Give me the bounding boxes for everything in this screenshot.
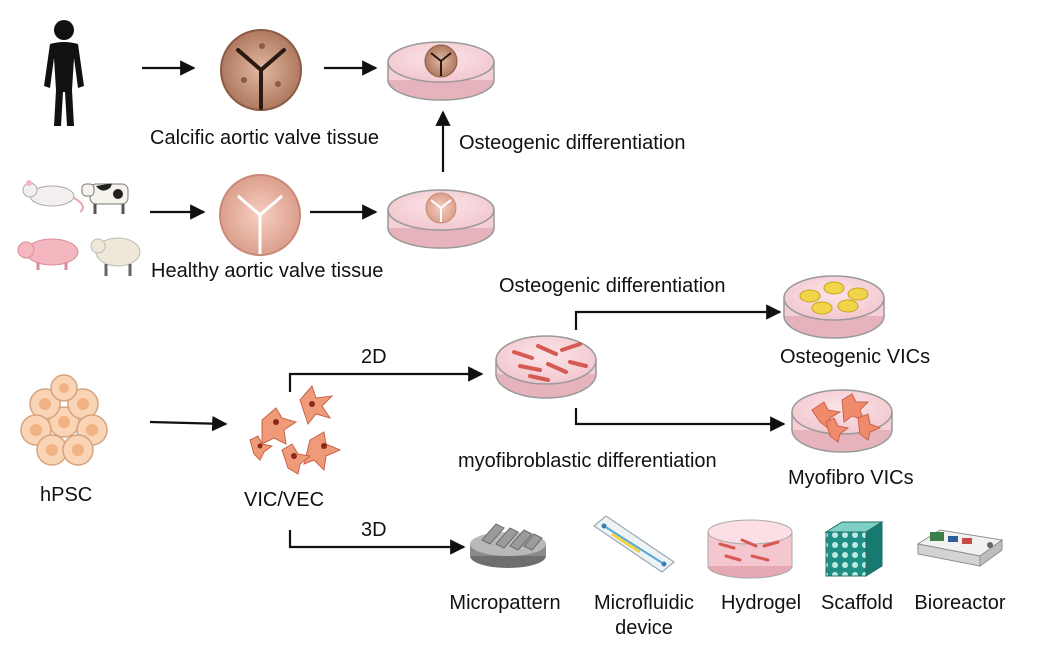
- arrow-myofibro-branch: [574, 408, 786, 432]
- platform-hydrogel-label: Hydrogel: [720, 592, 802, 614]
- hpsc-cluster-icon: [20, 374, 108, 466]
- microfluidic-icon: [593, 515, 675, 573]
- sheep-icon: [90, 237, 141, 276]
- arrow-osteogenic-branch: [574, 304, 782, 330]
- label-3d: 3D: [361, 519, 387, 541]
- calcific-tissue-label: Calcific aortic valve tissue: [150, 127, 379, 149]
- pig-icon: [17, 238, 79, 270]
- osteogenic-mid-label: Osteogenic differentiation: [499, 275, 726, 297]
- petri-dish-calcific-icon: [387, 41, 495, 101]
- myofibroblastic-label: myofibroblastic differentiation: [458, 450, 717, 472]
- hpsc-label: hPSC: [40, 484, 93, 506]
- vic-vec-label: VIC/VEC: [244, 489, 325, 511]
- arrow-2d-path: [288, 366, 484, 392]
- label-2d: 2D: [361, 346, 387, 368]
- platform-bioreactor-label: Bioreactor: [914, 592, 1006, 614]
- petri-dish-osteogenic-icon: [783, 275, 885, 339]
- healthy-valve-icon: [219, 174, 301, 256]
- platform-micropattern-label: Micropattern: [449, 592, 561, 614]
- rat-icon: [22, 180, 84, 213]
- petri-dish-healthy-icon: [387, 189, 495, 249]
- hydrogel-icon: [707, 519, 793, 579]
- osteogenic-vics-label: Osteogenic VICs: [780, 346, 931, 368]
- calcific-valve-icon: [220, 29, 302, 111]
- platform-microfluidic-label: Microfluidic: [593, 592, 695, 614]
- platform-microfluidic-label-line2: device: [615, 617, 673, 639]
- cow-icon: [81, 183, 129, 214]
- healthy-tissue-label: Healthy aortic valve tissue: [151, 260, 384, 282]
- arrow-3d-path: [288, 530, 466, 555]
- platform-scaffold-label: Scaffold: [821, 592, 893, 614]
- bioreactor-icon: [916, 529, 1004, 567]
- micropattern-icon: [470, 523, 546, 568]
- petri-dish-myofibro-icon: [791, 389, 893, 453]
- scaffold-icon: [824, 521, 884, 577]
- myofibro-vics-label: Myofibro VICs: [788, 467, 914, 489]
- human-silhouette-icon: [44, 20, 84, 126]
- osteogenic-top-label: Osteogenic differentiation: [459, 132, 686, 154]
- vic-cells-icon: [249, 385, 342, 475]
- petri-dish-2d-icon: [495, 335, 597, 399]
- arrow-hpsc-to-vic: [149, 415, 228, 432]
